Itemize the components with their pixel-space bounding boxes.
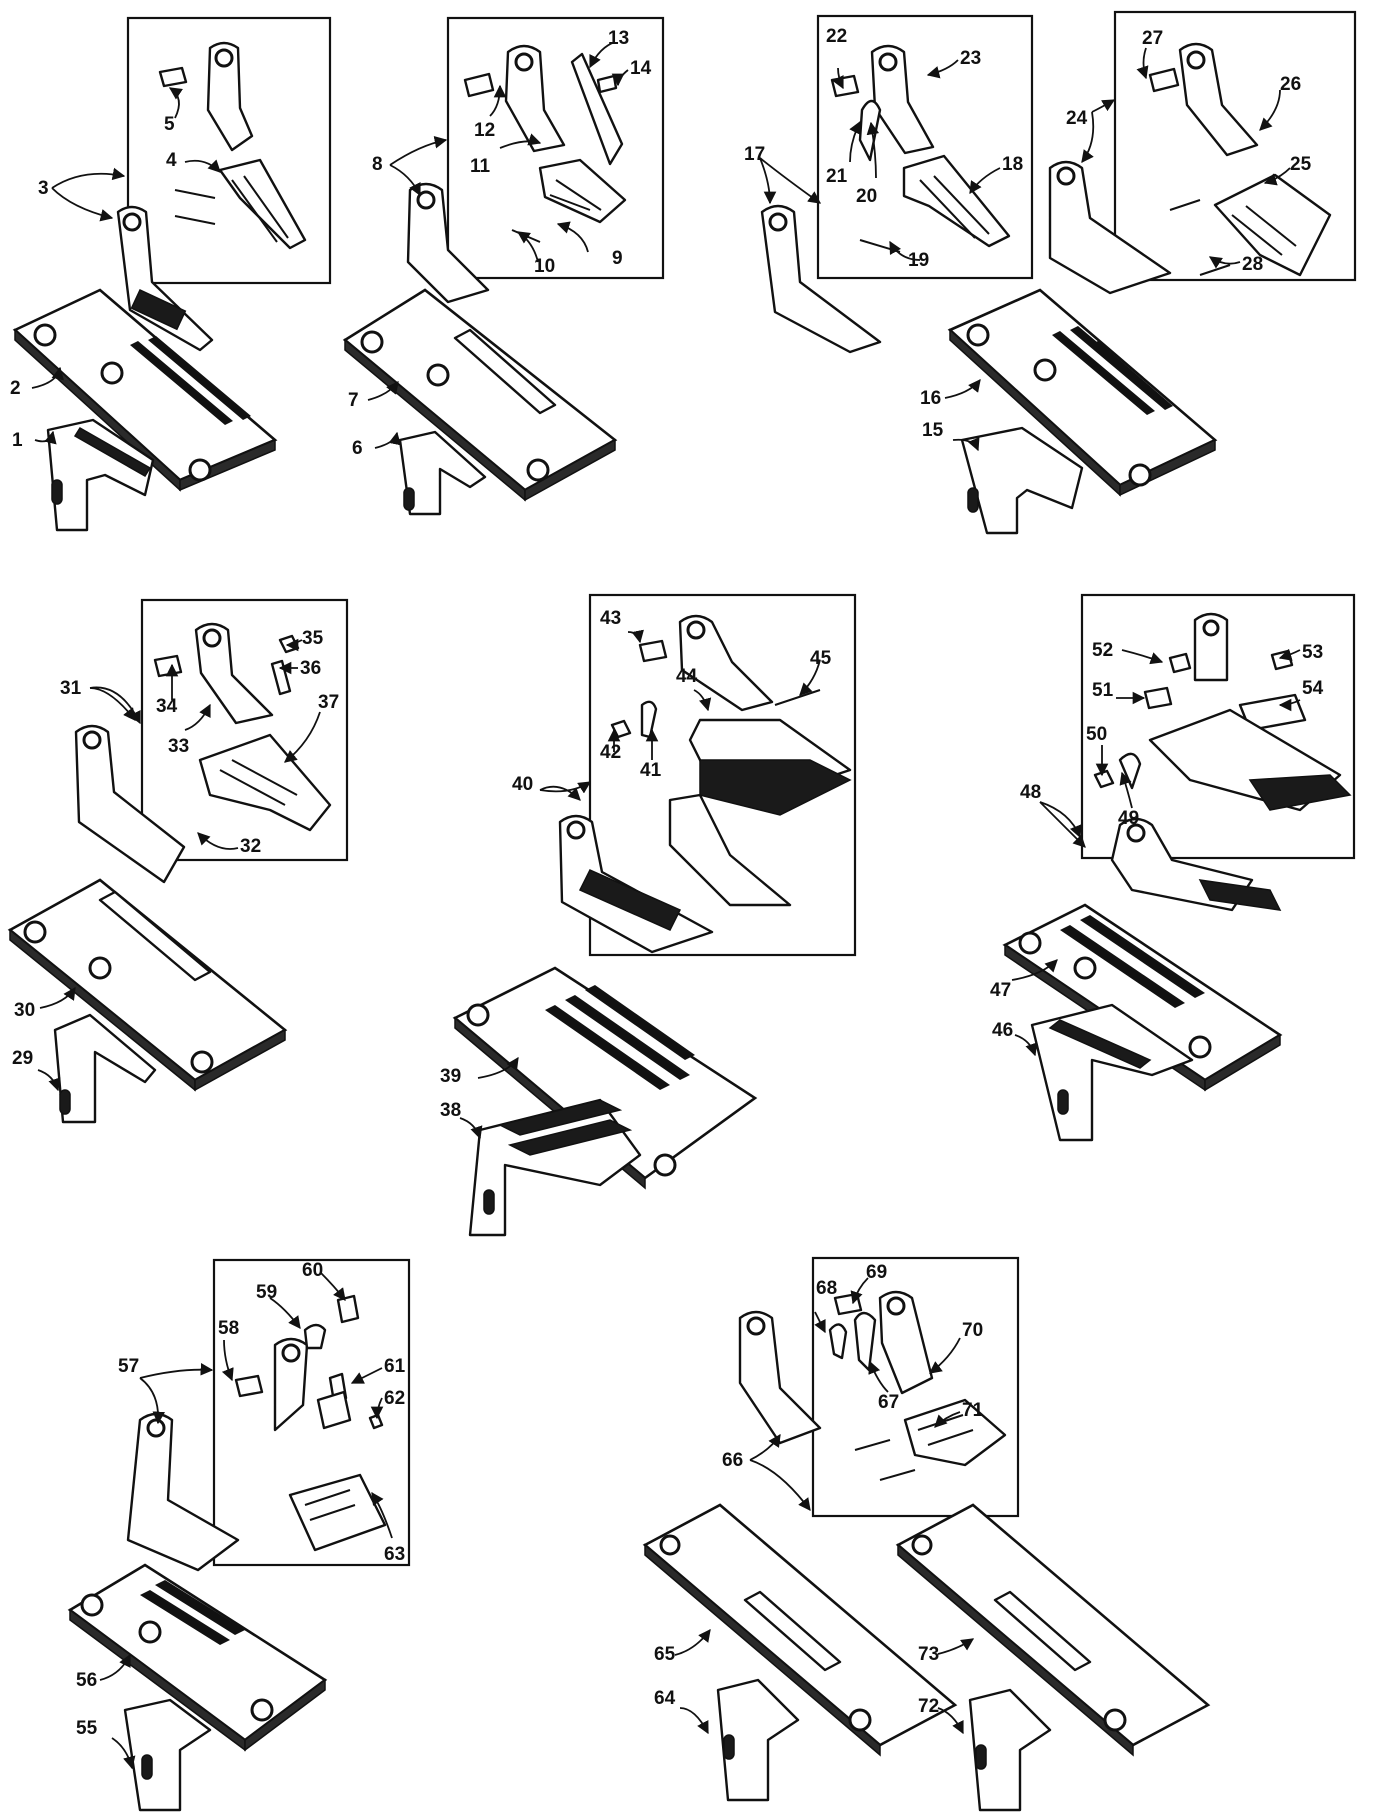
- callout-4: 4: [166, 150, 177, 171]
- callout-13: 13: [608, 28, 629, 49]
- bore-hole: [214, 48, 234, 68]
- callout-15: 15: [922, 420, 944, 441]
- callout-38: 38: [440, 1100, 461, 1121]
- callout-14: 14: [630, 58, 652, 79]
- callout-16: 16: [920, 388, 941, 409]
- callout-28: 28: [1242, 254, 1263, 275]
- callout-41: 41: [640, 760, 662, 781]
- callout-44: 44: [676, 666, 698, 687]
- callout-69: 69: [866, 1262, 887, 1283]
- callout-58: 58: [218, 1318, 239, 1339]
- group-6: [1002, 593, 1356, 1142]
- callout-35: 35: [302, 628, 324, 649]
- callout-56: 56: [76, 1670, 97, 1691]
- assembled-foot: [116, 205, 214, 352]
- group-1: [12, 16, 332, 532]
- callout-64: 64: [654, 1688, 676, 1709]
- callout-36: 36: [300, 658, 321, 679]
- callout-55: 55: [76, 1718, 98, 1739]
- callout-71: 71: [962, 1400, 984, 1421]
- callout-21: 21: [826, 166, 848, 187]
- callout-34: 34: [156, 696, 178, 717]
- callout-22: 22: [826, 26, 847, 47]
- callout-19: 19: [908, 250, 929, 271]
- callout-27: 27: [1142, 28, 1163, 49]
- group-7: [67, 1258, 411, 1812]
- callout-68: 68: [816, 1278, 837, 1299]
- callout-52: 52: [1092, 640, 1113, 661]
- callout-8: 8: [372, 154, 383, 175]
- callout-51: 51: [1092, 680, 1114, 701]
- callout-30: 30: [14, 1000, 35, 1021]
- callout-54: 54: [1302, 678, 1324, 699]
- inset-box-2: [446, 16, 665, 280]
- callout-6: 6: [352, 438, 363, 459]
- callout-10: 10: [534, 256, 555, 277]
- callout-67: 67: [878, 1392, 899, 1413]
- callout-29: 29: [12, 1048, 33, 1069]
- group-3: [760, 10, 1357, 535]
- callout-26: 26: [1280, 74, 1301, 95]
- group-5: [452, 593, 857, 1237]
- callout-45: 45: [810, 648, 832, 669]
- callout-11: 11: [470, 156, 491, 177]
- callout-60: 60: [302, 1260, 323, 1281]
- callout-labels: 1 2 3 4 5 6 7 8 9 10 11 12 13 14 15 16 1…: [10, 26, 1324, 1739]
- callout-7: 7: [348, 390, 359, 411]
- callout-17: 17: [744, 144, 765, 165]
- foot-sole: [218, 158, 307, 250]
- callout-40: 40: [512, 774, 533, 795]
- group-2: [342, 16, 665, 516]
- callout-70: 70: [962, 1320, 983, 1341]
- group-8: [642, 1256, 1211, 1812]
- callout-48: 48: [1020, 782, 1041, 803]
- leader-lines: [31, 41, 1301, 1770]
- callout-62: 62: [384, 1388, 405, 1409]
- presser-foot-part: [206, 41, 254, 152]
- callout-39: 39: [440, 1066, 461, 1087]
- callout-46: 46: [992, 1020, 1013, 1041]
- callout-47: 47: [990, 980, 1011, 1001]
- callout-33: 33: [168, 736, 189, 757]
- callout-63: 63: [384, 1544, 405, 1565]
- callout-50: 50: [1086, 724, 1107, 745]
- callout-42: 42: [600, 742, 621, 763]
- callout-32: 32: [240, 836, 261, 857]
- callout-61: 61: [384, 1356, 406, 1377]
- callout-24: 24: [1066, 108, 1088, 129]
- callout-25: 25: [1290, 154, 1312, 175]
- callout-66: 66: [722, 1450, 743, 1471]
- callout-37: 37: [318, 692, 339, 713]
- callout-43: 43: [600, 608, 621, 629]
- callout-2: 2: [10, 378, 21, 399]
- callout-12: 12: [474, 120, 495, 141]
- callout-20: 20: [856, 186, 877, 207]
- callout-5: 5: [164, 114, 175, 135]
- callout-65: 65: [654, 1644, 676, 1665]
- callout-59: 59: [256, 1282, 277, 1303]
- callout-1: 1: [12, 430, 23, 451]
- callout-57: 57: [118, 1356, 139, 1377]
- callout-31: 31: [60, 678, 82, 699]
- callout-53: 53: [1302, 642, 1323, 663]
- callout-72: 72: [918, 1696, 939, 1717]
- callout-9: 9: [612, 248, 623, 269]
- feed-dog: [46, 418, 155, 532]
- callout-18: 18: [1002, 154, 1023, 175]
- callout-3: 3: [38, 178, 49, 199]
- callout-23: 23: [960, 48, 981, 69]
- callout-73: 73: [918, 1644, 939, 1665]
- callout-49: 49: [1118, 808, 1139, 829]
- screw-part: [158, 66, 188, 88]
